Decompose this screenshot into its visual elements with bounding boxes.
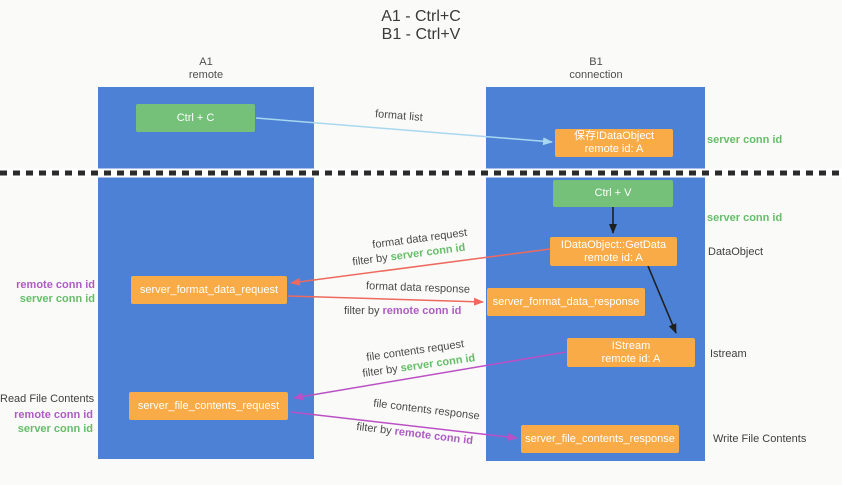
- node-ctrl-c-label: Ctrl + C: [176, 111, 215, 124]
- annotation-server-conn-id-top: server conn id: [707, 134, 783, 146]
- lane-a1-role: remote: [188, 69, 224, 81]
- node-istream-line2: remote id: A: [601, 352, 661, 365]
- arrow-format-data-response: [287, 295, 484, 306]
- annotation-file-remote-conn-id: remote conn id: [14, 409, 93, 421]
- filter-key-remote-conn-id: remote conn id: [382, 305, 462, 317]
- annotation-server-conn-id-mid: server conn id: [707, 212, 783, 224]
- node-server-format-data-response-label: server_format_data_response: [492, 295, 640, 308]
- node-save-dataobject: 保存IDataObject remote id: A: [555, 129, 673, 157]
- filter-key-remote-conn-id: remote conn id: [393, 425, 474, 448]
- node-istream-line1: IStream: [611, 339, 651, 352]
- annotation-format-request-ids: remote conn id server conn id: [0, 278, 95, 306]
- node-getdata-line1: IDataObject::GetData: [560, 238, 667, 251]
- lane-b1-name: B1: [589, 56, 603, 68]
- filter-by-prefix: filter by: [351, 251, 392, 269]
- annotation-istream: Istream: [710, 348, 747, 360]
- node-save-dataobject-line1: 保存IDataObject: [573, 130, 655, 142]
- node-getdata: IDataObject::GetData remote id: A: [550, 237, 677, 266]
- edge-label-file-contents-response-filter: filter by remote conn id: [356, 421, 474, 447]
- node-getdata-line2: remote id: A: [584, 251, 643, 264]
- edge-label-format-data-response: format data response: [365, 280, 471, 296]
- node-istream: IStream remote id: A: [567, 338, 695, 367]
- diagram-title: A1 - Ctrl+C B1 - Ctrl+V: [0, 8, 842, 44]
- annotation-file-request-ids: remote conn id server conn id: [0, 408, 93, 436]
- node-ctrl-v-label: Ctrl + V: [594, 187, 632, 199]
- annotation-file-server-conn-id: server conn id: [17, 423, 93, 435]
- node-save-dataobject-line2: remote id: A: [584, 143, 644, 155]
- title-line-1: A1 - Ctrl+C: [381, 8, 461, 25]
- annotation-write-file-contents: Write File Contents: [713, 433, 807, 445]
- lane-b1-role: connection: [569, 69, 623, 81]
- node-server-file-contents-request: server_file_contents_request: [129, 392, 288, 420]
- node-ctrl-v: Ctrl + V: [553, 180, 673, 207]
- node-server-file-contents-request-label: server_file_contents_request: [137, 399, 280, 412]
- lane-a1-name: A1: [199, 56, 213, 68]
- annotation-format-remote-conn-id: remote conn id: [16, 279, 95, 291]
- node-server-file-contents-response: server_file_contents_response: [521, 425, 679, 453]
- annotation-dataobject: DataObject: [708, 246, 764, 258]
- filter-by-prefix: filter by: [355, 420, 396, 438]
- node-server-format-data-request: server_format_data_request: [131, 276, 287, 304]
- node-server-file-contents-response-label: server_file_contents_response: [525, 432, 675, 445]
- title-line-2: B1 - Ctrl+V: [381, 26, 461, 43]
- edge-label-format-list: format list: [374, 108, 424, 124]
- edge-label-file-contents-response: file contents response: [372, 397, 481, 423]
- annotation-read-file-contents: Read File Contents: [0, 393, 95, 405]
- edge-label-format-data-response-filter: filter by remote conn id: [344, 305, 461, 317]
- filter-by-prefix: filter by: [344, 305, 383, 317]
- node-ctrl-c: Ctrl + C: [136, 104, 255, 132]
- node-server-format-data-request-label: server_format_data_request: [139, 283, 279, 296]
- lane-header-b1: B1 connection: [536, 56, 656, 82]
- filter-by-prefix: filter by: [361, 362, 402, 380]
- lane-header-a1: A1 remote: [146, 56, 266, 82]
- node-server-format-data-response: server_format_data_response: [487, 288, 645, 316]
- annotation-format-server-conn-id: server conn id: [19, 293, 95, 305]
